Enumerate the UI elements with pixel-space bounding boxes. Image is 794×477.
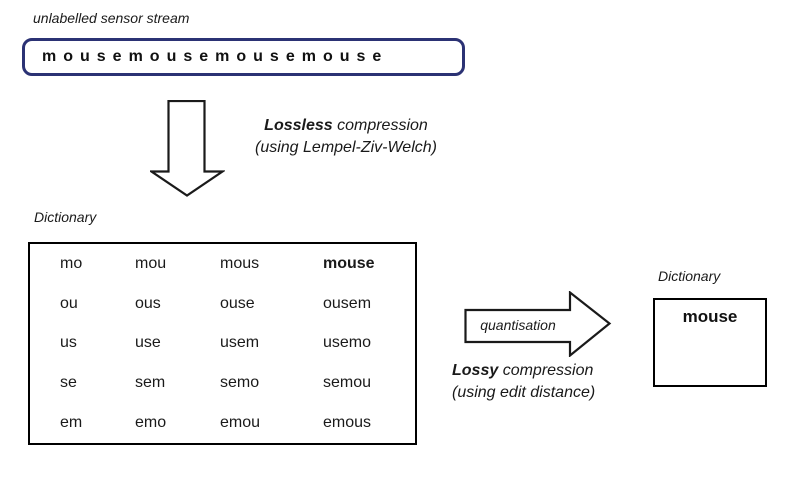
dict-cell: us: [60, 334, 77, 352]
lossless-title-bold: Lossless: [264, 117, 333, 134]
lossless-title: Lossless compression: [228, 115, 464, 137]
compressed-dictionary-box: mouse: [653, 298, 767, 387]
dict-cell: mou: [135, 254, 167, 272]
lossy-caption: Lossy compression (using edit distance): [452, 360, 652, 404]
dict-cell: ouse: [220, 294, 255, 312]
dict-cell: emou: [220, 414, 261, 432]
dict-cell: mo: [60, 254, 83, 272]
lossless-title-rest: compression: [332, 117, 428, 134]
compressed-dictionary-entry: mouse: [682, 307, 738, 326]
dictionary-label: Dictionary: [34, 209, 97, 225]
stream-label: unlabelled sensor stream: [33, 10, 190, 26]
lossless-subtitle: (using Lempel-Ziv-Welch): [255, 139, 437, 156]
stream-text: mousemousemousemouse: [42, 48, 389, 65]
lossy-title: Lossy compression: [452, 360, 652, 382]
lossy-title-bold: Lossy: [452, 362, 499, 379]
dict-cell: sem: [135, 374, 166, 392]
dict-cell: ous: [135, 294, 161, 312]
dict-cell: se: [60, 374, 77, 392]
dict-cell: use: [135, 334, 161, 352]
quantisation-label: quantisation: [480, 317, 556, 333]
dict-cell: emo: [135, 414, 167, 432]
dict-cell-mouse: mouse: [323, 254, 375, 272]
dict-cell: mous: [220, 254, 260, 272]
dict-cell: usem: [220, 334, 260, 352]
dict-cell: usemo: [323, 334, 372, 352]
lossless-caption: Lossless compression (using Lempel-Ziv-W…: [228, 115, 464, 159]
dict-cell: ou: [60, 294, 78, 312]
dict-cell: emous: [323, 414, 372, 432]
dict-cell: em: [60, 414, 83, 432]
dict-cell: ousem: [323, 294, 372, 312]
lossy-subtitle: (using edit distance): [452, 384, 596, 401]
sensor-stream-box: mousemousemousemouse: [22, 38, 465, 76]
dict-cell: semou: [323, 374, 372, 392]
right-arrow-icon: [464, 291, 612, 357]
down-arrow-icon: [150, 100, 225, 197]
dictionary-table: mo mou mous mouse ou ous ouse ousem us u…: [28, 242, 417, 445]
dict-cell: semo: [220, 374, 260, 392]
lossy-title-rest: compression: [498, 362, 594, 379]
compressed-dictionary-label: Dictionary: [658, 268, 721, 284]
